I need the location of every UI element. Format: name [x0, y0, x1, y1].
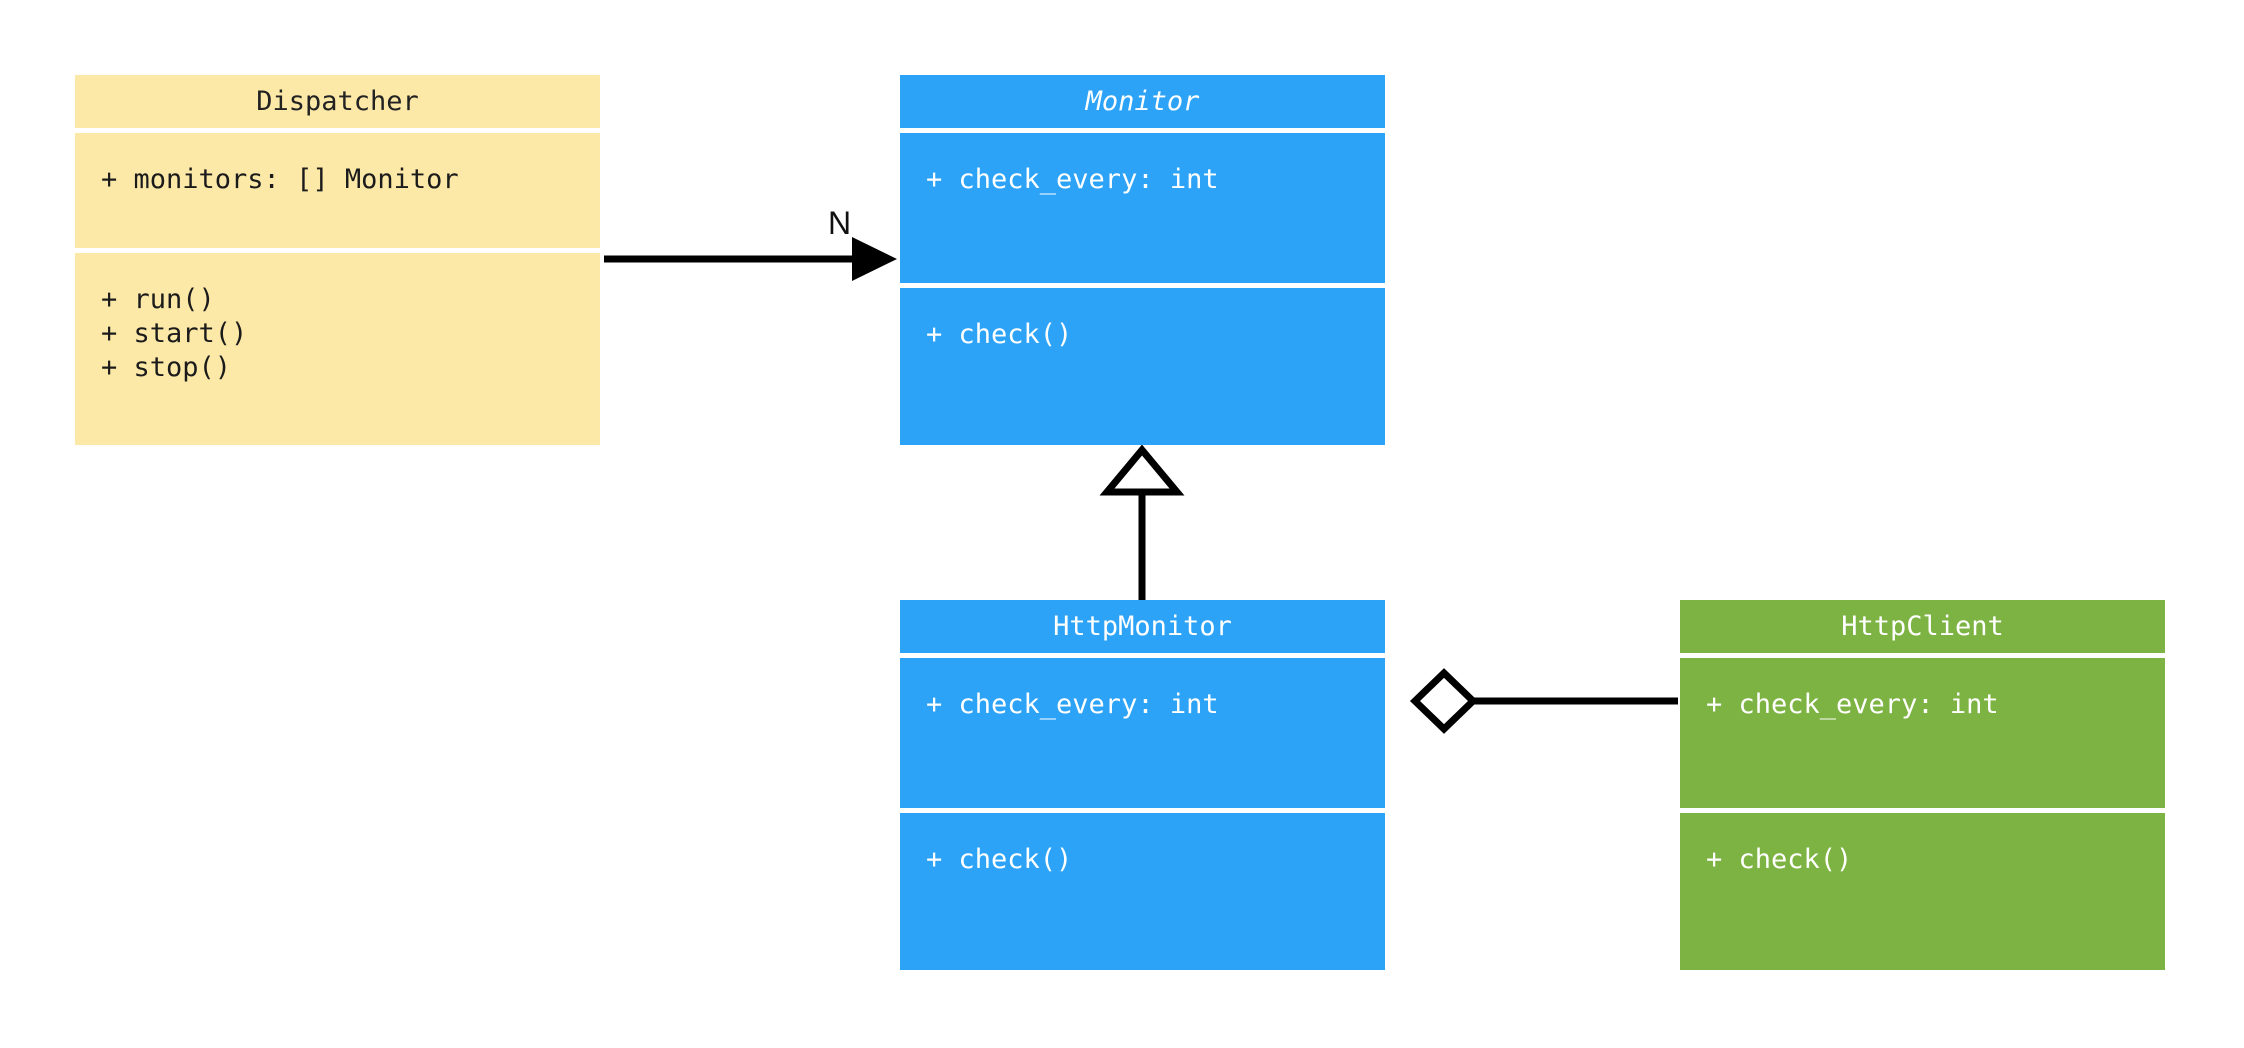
method-row: + start() — [101, 318, 248, 349]
class-box-http-client[interactable]: HttpClient + check_every: int + check() — [1680, 600, 2165, 970]
class-attributes-compartment: + check_every: int — [900, 658, 1385, 808]
class-box-monitor[interactable]: Monitor + check_every: int + check() — [900, 75, 1385, 445]
class-methods-compartment: + check() — [900, 813, 1385, 970]
association-multiplicity-label: N — [828, 205, 852, 241]
class-name-http-client: HttpClient — [1841, 610, 2004, 642]
class-attributes-compartment: + monitors: [] Monitor — [75, 133, 600, 248]
class-attributes-compartment: + check_every: int — [1680, 658, 2165, 808]
class-methods-compartment: + check() — [900, 288, 1385, 445]
edge-http-monitor-to-monitor — [1099, 444, 1185, 600]
class-title-compartment: Dispatcher — [75, 75, 600, 128]
class-title-compartment: Monitor — [900, 75, 1385, 128]
class-methods-compartment: + check() — [1680, 813, 2165, 970]
method-row: + check() — [926, 844, 1073, 875]
filled-arrowhead-icon — [852, 237, 897, 281]
method-row: + check() — [926, 319, 1073, 350]
class-title-compartment: HttpMonitor — [900, 600, 1385, 653]
attribute-row: + check_every: int — [926, 164, 1219, 195]
class-title-compartment: HttpClient — [1680, 600, 2165, 653]
class-attributes-compartment: + check_every: int — [900, 133, 1385, 283]
class-box-dispatcher[interactable]: Dispatcher + monitors: [] Monitor + run(… — [75, 75, 600, 445]
attribute-row: + monitors: [] Monitor — [101, 164, 459, 195]
method-row: + run() — [101, 284, 215, 315]
edge-http-monitor-to-http-client — [1409, 668, 1678, 734]
class-box-http-monitor[interactable]: HttpMonitor + check_every: int + check() — [900, 600, 1385, 970]
class-name-http-monitor: HttpMonitor — [1053, 610, 1232, 642]
edge-dispatcher-to-monitor — [604, 237, 897, 281]
method-row: + check() — [1706, 844, 1853, 875]
class-methods-compartment: + run() + start() + stop() — [75, 253, 600, 445]
class-name-monitor: Monitor — [1085, 85, 1200, 117]
hollow-diamond-icon — [1409, 668, 1479, 734]
attribute-row: + check_every: int — [926, 689, 1219, 720]
hollow-triangle-icon — [1099, 444, 1185, 496]
method-row: + stop() — [101, 352, 232, 383]
attribute-row: + check_every: int — [1706, 689, 1999, 720]
class-name-dispatcher: Dispatcher — [256, 85, 419, 117]
